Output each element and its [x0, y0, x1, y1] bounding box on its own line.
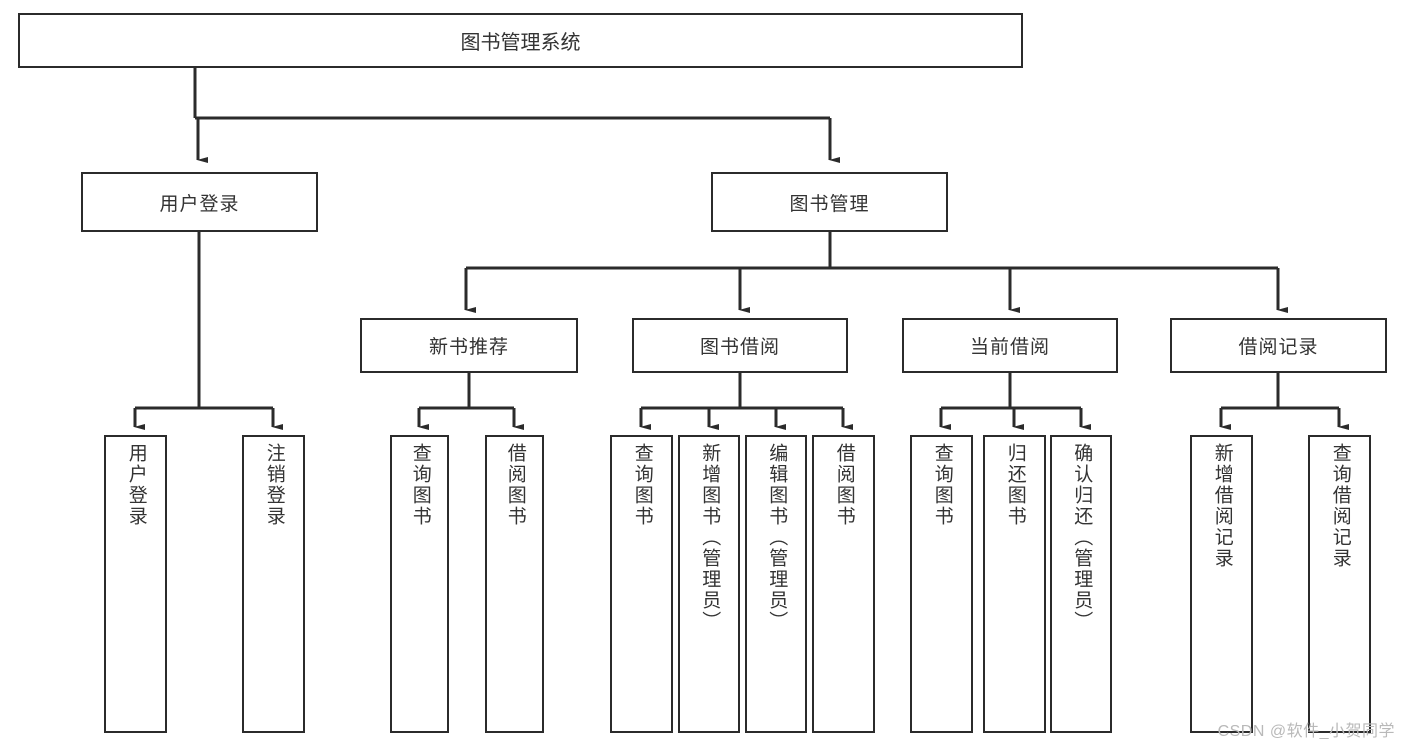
node-borrow-record-label: 借阅记录: [1238, 337, 1319, 358]
node-leaf-confirm-return-label: 确认归还（管理员）: [1071, 443, 1093, 632]
node-leaf-query-book-3-label: 查询图书: [931, 443, 953, 527]
node-leaf-logout[interactable]: 注销登录: [242, 435, 305, 733]
node-book-borrow[interactable]: 图书借阅: [632, 318, 848, 373]
node-leaf-user-login-label: 用户登录: [125, 443, 147, 527]
node-root[interactable]: 图书管理系统: [18, 13, 1023, 68]
node-leaf-borrow-book-1-label: 借阅图书: [504, 443, 526, 527]
node-user-login[interactable]: 用户登录: [81, 172, 318, 232]
node-leaf-add-book-label: 新增图书（管理员）: [699, 443, 721, 632]
node-leaf-query-record[interactable]: 查询借阅记录: [1308, 435, 1371, 733]
node-new-book-rec[interactable]: 新书推荐: [360, 318, 578, 373]
node-leaf-query-book-2[interactable]: 查询图书: [610, 435, 673, 733]
node-leaf-add-book[interactable]: 新增图书（管理员）: [678, 435, 740, 733]
node-leaf-logout-label: 注销登录: [263, 443, 285, 527]
node-leaf-query-book-2-label: 查询图书: [631, 443, 653, 527]
node-leaf-borrow-book-1[interactable]: 借阅图书: [485, 435, 544, 733]
watermark: CSDN @软件_小贺同学: [1217, 723, 1395, 740]
node-leaf-return-book[interactable]: 归还图书: [983, 435, 1046, 733]
node-leaf-user-login[interactable]: 用户登录: [104, 435, 167, 733]
node-root-label: 图书管理系统: [460, 32, 581, 54]
node-borrow-record[interactable]: 借阅记录: [1170, 318, 1387, 373]
node-leaf-edit-book-label: 编辑图书（管理员）: [766, 443, 788, 632]
node-leaf-confirm-return[interactable]: 确认归还（管理员）: [1050, 435, 1112, 733]
node-leaf-edit-book[interactable]: 编辑图书（管理员）: [745, 435, 807, 733]
node-book-manage-label: 图书管理: [789, 193, 870, 215]
node-leaf-add-record-label: 新增借阅记录: [1211, 443, 1233, 569]
node-leaf-borrow-book-2-label: 借阅图书: [833, 443, 855, 527]
node-book-borrow-label: 图书借阅: [699, 337, 780, 358]
node-leaf-query-book-3[interactable]: 查询图书: [910, 435, 973, 733]
node-leaf-query-record-label: 查询借阅记录: [1329, 443, 1351, 569]
node-leaf-borrow-book-2[interactable]: 借阅图书: [812, 435, 875, 733]
node-leaf-query-book-1-label: 查询图书: [409, 443, 431, 527]
node-book-manage[interactable]: 图书管理: [711, 172, 948, 232]
node-leaf-add-record[interactable]: 新增借阅记录: [1190, 435, 1253, 733]
node-user-login-label: 用户登录: [159, 193, 240, 215]
node-new-book-rec-label: 新书推荐: [428, 337, 509, 358]
node-current-borrow[interactable]: 当前借阅: [902, 318, 1118, 373]
node-leaf-query-book-1[interactable]: 查询图书: [390, 435, 449, 733]
node-leaf-return-book-label: 归还图书: [1004, 443, 1026, 527]
node-current-borrow-label: 当前借阅: [969, 337, 1050, 358]
